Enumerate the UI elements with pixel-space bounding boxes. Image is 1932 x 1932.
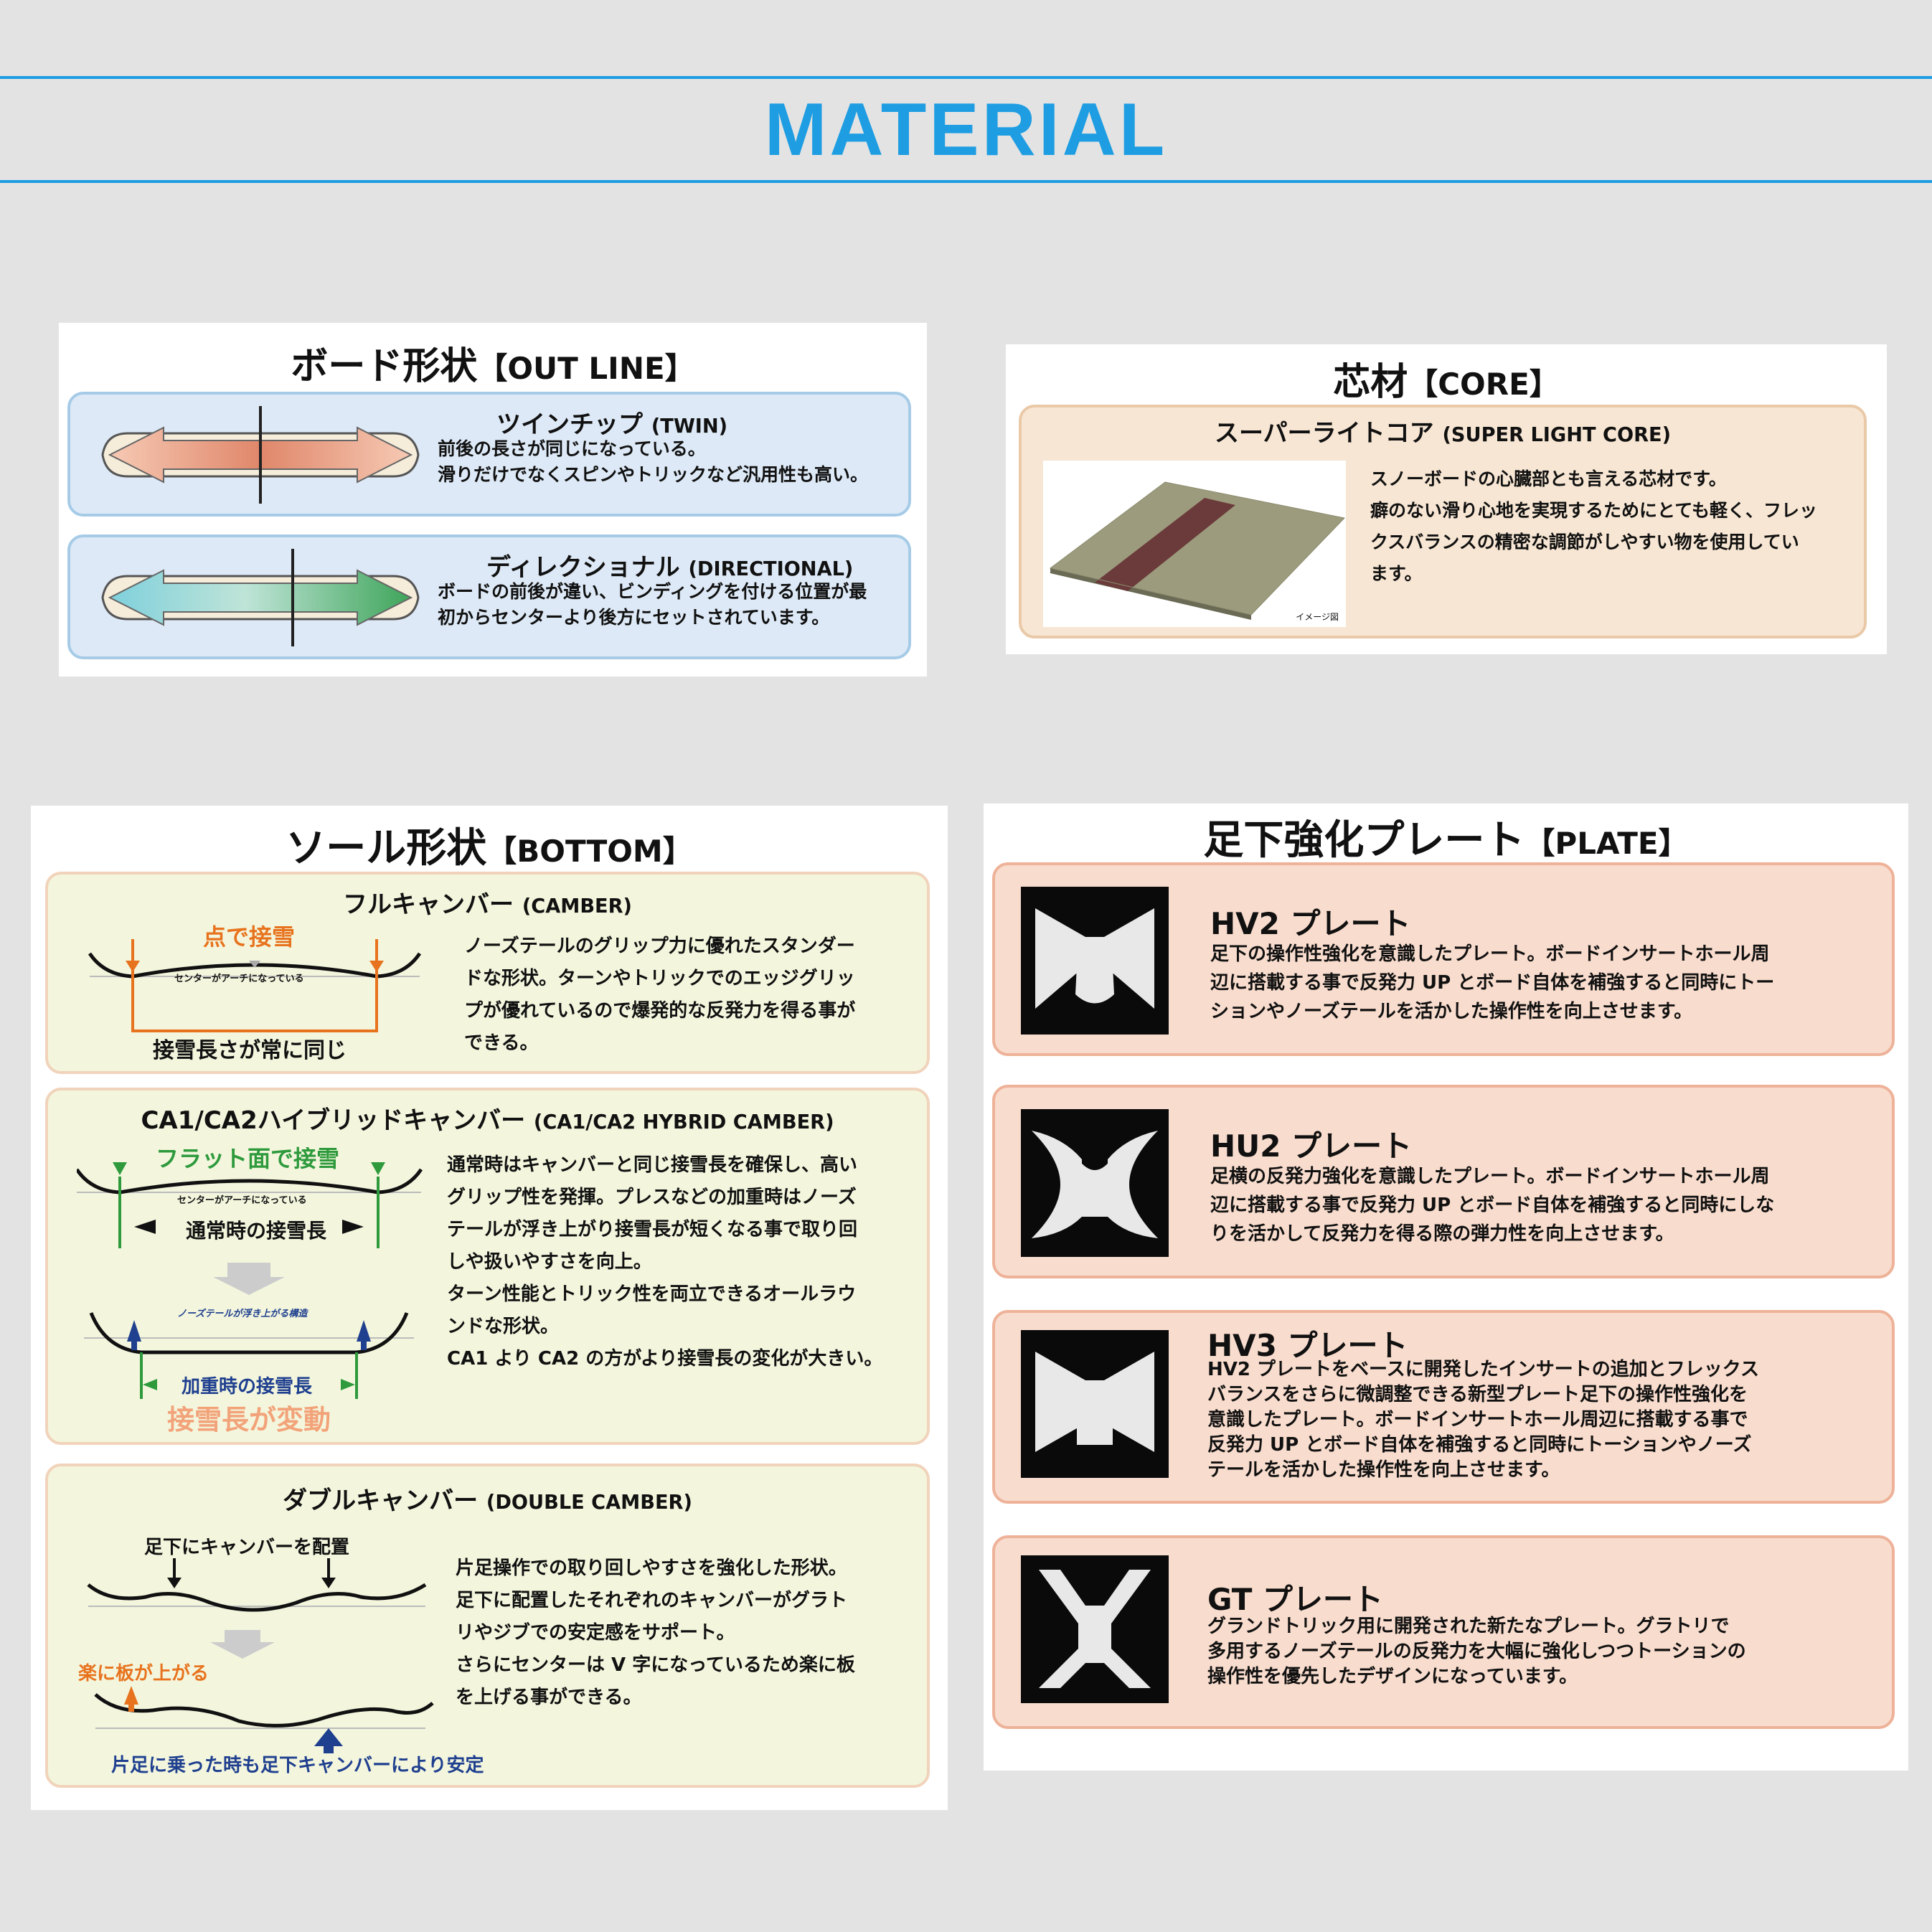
core-box: スーパーライトコア (SUPER LIGHT CORE) イメージ図 スノーボー… [1019, 405, 1867, 638]
hybrid-lift-label: ノーズテールが浮き上がる構造 [177, 1309, 308, 1319]
hybrid-heading: CA1/CA2ハイブリッドキャンバー (CA1/CA2 HYBRID CAMBE… [141, 1106, 834, 1135]
camber-point-label: 点で接雪 [203, 923, 296, 951]
double-diagram [87, 1558, 434, 1753]
double-heading: ダブルキャンバー (DOUBLE CAMBER) [283, 1486, 692, 1515]
directional-heading: ディレクショナル (DIRECTIONAL) [486, 553, 854, 582]
double-box: ダブルキャンバー (DOUBLE CAMBER) 足下にキャンバーを配置 楽に板… [45, 1464, 930, 1788]
double-description: 片足操作での取り回しやすさを強化した形状。 足下に配置したそれぞれのキャンバーが… [456, 1558, 855, 1708]
core-description: スノーボードの心臓部とも言える芯材です。 癖のない滑り心地を実現するためにとても… [1370, 468, 1818, 584]
directional-board-illustration [101, 549, 420, 646]
hv3-description: HV2 プレートをベースに開発したインサートの追加とフレックス バランスをさらに… [1207, 1359, 1759, 1481]
hv3-plate-icon [1021, 1330, 1169, 1478]
hv2-description: 足下の操作性強化を意識したプレート。ボードインサートホール周 辺に搭載する事で反… [1210, 943, 1775, 1022]
plate-title: 足下強化プレート【PLATE】 [1203, 817, 1689, 864]
core-image-caption: イメージ図 [1296, 612, 1339, 622]
camber-heading: フルキャンバー (CAMBER) [343, 890, 632, 919]
hu2-plate-icon [1021, 1109, 1169, 1257]
twin-board-illustration [101, 406, 420, 504]
core-card: 芯材【CORE】 スーパーライトコア (SUPER LIGHT CORE) イメ… [1006, 344, 1887, 654]
plate-item-hv2: HV2 プレート 足下の操作性強化を意識したプレート。ボードインサートホール周 … [992, 862, 1895, 1056]
outline-title: ボード形状【OUT LINE】 [291, 345, 695, 388]
hybrid-center-label: センターがアーチになっている [177, 1195, 307, 1206]
gt-description: グランドトリック用に開発された新たなプレート。グラトリで 多用するノーズテールの… [1207, 1616, 1746, 1687]
hybrid-normal-label: 通常時の接雪長 [186, 1219, 327, 1243]
hu2-name: HU2 プレート [1210, 1128, 1413, 1164]
hybrid-diagram [77, 1162, 423, 1399]
hybrid-description: 通常時はキャンバーと同じ接雪長を確保し、高い グリップ性を発揮。プレスなどの加重… [447, 1154, 883, 1370]
core-title: 芯材【CORE】 [1333, 361, 1560, 404]
twin-description: 前後の長さが同じになっている。 滑りだけでなくスピンやトリックなど汎用性も高い。 [438, 438, 869, 485]
camber-description: ノーズテールのグリップ力に優れたスタンダー ドな形状。ターンやトリックでのエッジ… [464, 936, 856, 1054]
hv2-name: HV2 プレート [1210, 906, 1411, 941]
double-stable-label: 片足に乗った時も足下キャンバーにより安定 [111, 1755, 484, 1776]
hv3-name: HV3 プレート [1207, 1328, 1408, 1363]
camber-diagram [88, 939, 422, 1032]
plate-item-gt: GT プレート グランドトリック用に開発された新たなプレート。グラトリで 多用す… [992, 1535, 1895, 1729]
bottom-title: ソール形状【BOTTOM】 [286, 825, 693, 872]
header-top-rule [0, 76, 1932, 79]
outline-card: ボード形状【OUT LINE】 ツインチップ (TWIN) 前後の長さが同じにな… [59, 323, 927, 677]
double-easy-label: 楽に板が上がる [78, 1663, 209, 1684]
directional-box: ディレクショナル (DIRECTIONAL) ボードの前後が違い、ビンディングを… [67, 534, 911, 659]
gt-name: GT プレート [1207, 1582, 1384, 1617]
core-heading: スーパーライトコア (SUPER LIGHT CORE) [1214, 419, 1671, 448]
bottom-card: ソール形状【BOTTOM】 フルキャンバー (CAMBER) 点で接雪 センター… [31, 806, 948, 1810]
hybrid-box: CA1/CA2ハイブリッドキャンバー (CA1/CA2 HYBRID CAMBE… [45, 1088, 930, 1445]
twin-box: ツインチップ (TWIN) 前後の長さが同じになっている。 滑りだけでなくスピン… [67, 392, 911, 517]
camber-length-label: 接雪長さが常に同じ [153, 1038, 347, 1063]
core-image: イメージ図 [1043, 461, 1346, 627]
double-under-label: 足下にキャンバーを配置 [144, 1537, 350, 1558]
plate-item-hu2: HU2 プレート 足横の反発力強化を意識したプレート。ボードインサートホール周 … [992, 1085, 1895, 1278]
page-title: MATERIAL [764, 88, 1168, 171]
header-bottom-rule [0, 180, 1932, 183]
gt-plate-icon [1021, 1555, 1169, 1703]
directional-description: ボードの前後が違い、ビンディングを付ける位置が最 初からセンターより後方にセット… [438, 581, 867, 628]
core-board-illustration [1049, 481, 1345, 620]
hybrid-pressure-label: 加重時の接雪長 [182, 1376, 313, 1398]
camber-box: フルキャンバー (CAMBER) 点で接雪 センターがアーチになっている 接雪長… [45, 872, 930, 1074]
plate-card: 足下強化プレート【PLATE】 HV2 プレート 足下の操作性強化を意識したプレ… [984, 804, 1908, 1771]
camber-center-label: センターがアーチになっている [174, 974, 304, 984]
hu2-description: 足横の反発力強化を意識したプレート。ボードインサートホール周 辺に搭載する事で反… [1210, 1166, 1775, 1245]
plate-item-hv3: HV3 プレート HV2 プレートをベースに開発したインサートの追加とフレックス… [992, 1310, 1895, 1504]
twin-heading: ツインチップ (TWIN) [496, 410, 728, 439]
hybrid-flat-label: フラット面で接雪 [156, 1145, 340, 1172]
hv2-plate-icon [1021, 887, 1169, 1035]
hybrid-change-label: 接雪長が変動 [167, 1404, 331, 1436]
